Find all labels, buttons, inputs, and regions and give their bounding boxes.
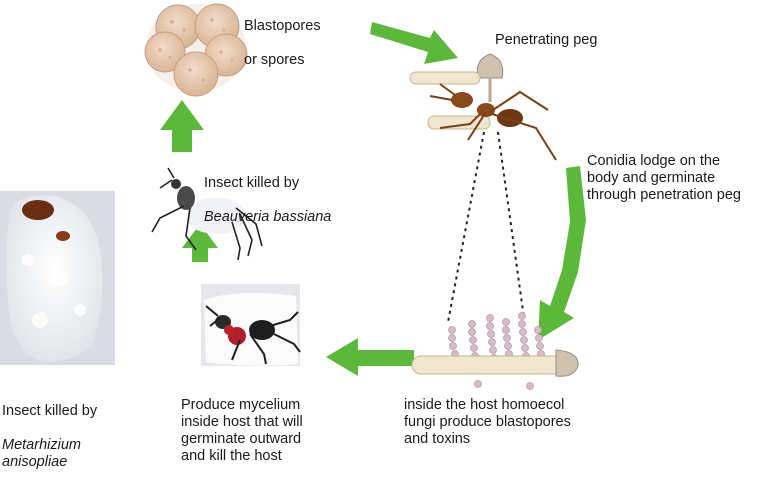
projection-lines: [447, 131, 525, 323]
metarhizium-label-line1: Insect killed by: [2, 403, 98, 419]
metarhizium-label-species: Metarhizium anisopliae: [2, 437, 81, 470]
metarhizium-label: Insect killed by Metarhizium anisopliae: [2, 386, 97, 488]
beauveria-label-species: Beauveria bassiana: [204, 209, 332, 225]
mycelium-label: Produce mycelium inside host that will g…: [181, 397, 303, 464]
cycle-arrows: [160, 22, 586, 376]
arrow-to-mycelium: [326, 338, 414, 376]
arrow-up-lower: [182, 224, 218, 262]
spores-label-line1: Blastopores: [244, 18, 321, 34]
beauveria-label-line1: Insect killed by: [204, 175, 300, 191]
penetrating-peg-drawing: [409, 53, 557, 161]
ant-brown: [429, 83, 557, 161]
arrow-up-upper: [160, 100, 204, 152]
host-fungi-drawing: [411, 312, 579, 390]
mycelium-photo: [201, 284, 301, 366]
arrow-down-right: [538, 166, 586, 340]
spore-cluster: [144, 3, 248, 97]
host-label: inside the host homoecol fungi produce b…: [404, 397, 571, 447]
beauveria-label: Insect killed by Beauveria bassiana: [204, 158, 331, 243]
life-cycle-diagram: [0, 3, 586, 390]
spores-label-line2: or spores: [244, 52, 305, 68]
conidia-label: Conidia lodge on the body and germinate …: [587, 153, 741, 203]
spores-label: Blastopores or spores: [244, 1, 321, 86]
beauveria-insect-drawing: [151, 167, 263, 261]
arrow-to-peg: [370, 22, 458, 64]
metarhizium-photo: [0, 191, 115, 365]
penetrating-peg-label: Penetrating peg: [495, 32, 598, 48]
